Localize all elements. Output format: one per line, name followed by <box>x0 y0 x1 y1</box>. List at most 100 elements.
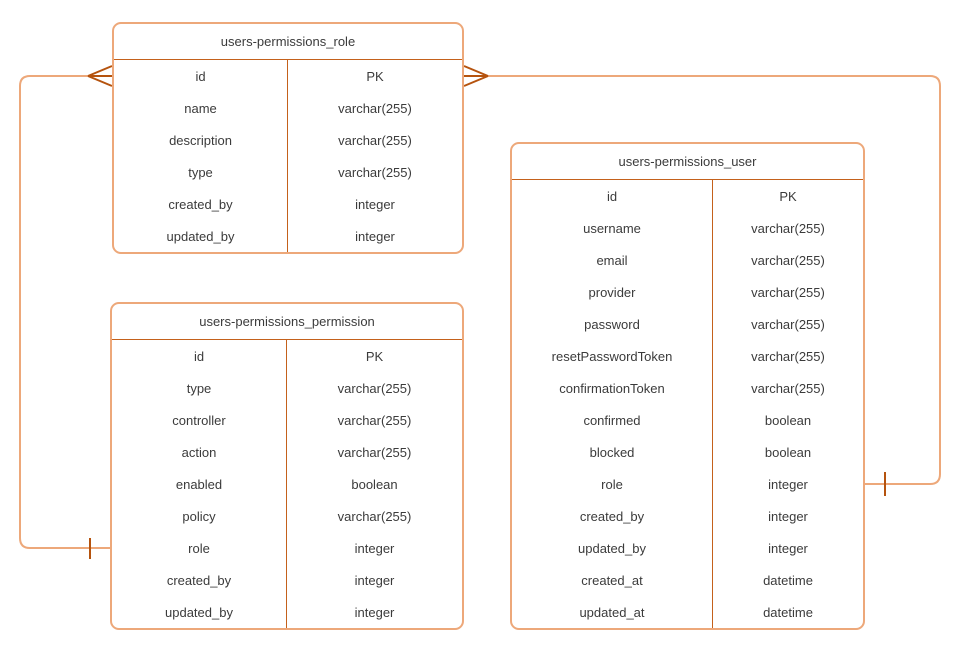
entity-title: users-permissions_permission <box>112 304 462 340</box>
entity-field-row: username varchar(255) <box>512 212 863 244</box>
entity-field-rows: id PK username varchar(255) email varchar(255… <box>512 180 863 628</box>
field-name-cell: name <box>114 92 288 124</box>
field-type-cell: boolean <box>764 444 812 460</box>
field-name-cell: confirmed <box>512 404 713 436</box>
field-name-cell: role <box>512 468 713 500</box>
entity-field-row: name varchar(255) <box>114 92 462 124</box>
entity-field-row: email varchar(255) <box>512 244 863 276</box>
relationship-role-permission-line[interactable] <box>19 75 110 549</box>
field-type-cell: varchar(255) <box>751 316 825 332</box>
entity-table-users-permissions-user[interactable]: users-permissions_user id PK username varch… <box>510 142 865 630</box>
field-name-cell: enabled <box>112 468 287 500</box>
field-type-cell: datetime <box>763 604 813 620</box>
field-name-cell: description <box>114 124 288 156</box>
field-name-cell: updated_by <box>114 220 288 252</box>
field-type-cell: integer <box>354 604 395 620</box>
crow-foot-many-icon <box>463 65 489 87</box>
entity-table-users-permissions-role[interactable]: users-permissions_role id PK name varchar(2… <box>112 22 464 254</box>
entity-field-row: id PK <box>512 180 863 212</box>
entity-field-row: created_by integer <box>114 188 462 220</box>
field-name-cell: role <box>112 532 287 564</box>
entity-field-row: role integer <box>512 468 863 500</box>
field-name-cell: updated_by <box>112 596 287 628</box>
field-type-cell: varchar(255) <box>751 380 825 396</box>
entity-title: users-permissions_role <box>114 24 462 60</box>
field-name-cell: email <box>512 244 713 276</box>
entity-field-row: description varchar(255) <box>114 124 462 156</box>
field-type-cell: integer <box>768 476 808 492</box>
entity-field-row: confirmed boolean <box>512 404 863 436</box>
field-name-cell: created_by <box>512 500 713 532</box>
field-type-cell: integer <box>768 508 808 524</box>
crow-foot-many-icon <box>87 65 113 87</box>
field-name-cell: id <box>112 340 287 372</box>
entity-field-row: id PK <box>114 60 462 92</box>
field-name-cell: confirmationToken <box>512 372 713 404</box>
field-type-cell: varchar(255) <box>751 348 825 364</box>
field-name-cell: id <box>114 60 288 92</box>
entity-field-row: created_at datetime <box>512 564 863 596</box>
entity-field-row: updated_by integer <box>114 220 462 252</box>
field-type-cell: integer <box>354 540 395 556</box>
field-type-cell: PK <box>779 188 797 204</box>
field-name-cell: updated_by <box>512 532 713 564</box>
entity-field-row: created_by integer <box>112 564 462 596</box>
field-type-cell: varchar(255) <box>337 444 412 460</box>
field-type-cell: varchar(255) <box>751 252 825 268</box>
field-name-cell: resetPasswordToken <box>512 340 713 372</box>
entity-field-row: controller varchar(255) <box>112 404 462 436</box>
field-type-cell: varchar(255) <box>338 164 412 180</box>
field-type-cell: datetime <box>763 572 813 588</box>
field-type-cell: varchar(255) <box>751 220 825 236</box>
field-type-cell: boolean <box>351 476 398 492</box>
field-name-cell: action <box>112 436 287 468</box>
field-name-cell: controller <box>112 404 287 436</box>
field-name-cell: created_at <box>512 564 713 596</box>
field-type-cell: PK <box>365 348 384 364</box>
field-type-cell: integer <box>355 196 395 212</box>
field-type-cell: integer <box>768 540 808 556</box>
entity-title: users-permissions_user <box>512 144 863 180</box>
field-name-cell: created_by <box>112 564 287 596</box>
entity-field-row: enabled boolean <box>112 468 462 500</box>
entity-field-rows: id PK name varchar(255) description varchar(2… <box>114 60 462 252</box>
entity-field-row: blocked boolean <box>512 436 863 468</box>
field-name-cell: policy <box>112 500 287 532</box>
field-type-cell: varchar(255) <box>338 100 412 116</box>
field-name-cell: type <box>112 372 287 404</box>
entity-field-row: updated_at datetime <box>512 596 863 628</box>
field-type-cell: PK <box>366 68 384 84</box>
entity-field-row: role integer <box>112 532 462 564</box>
entity-field-rows: id PK type varchar(255) controller varchar(25… <box>112 340 462 628</box>
field-type-cell: varchar(255) <box>338 132 412 148</box>
field-name-cell: created_by <box>114 188 288 220</box>
field-name-cell: id <box>512 180 713 212</box>
entity-field-row: created_by integer <box>512 500 863 532</box>
entity-field-row: updated_by integer <box>512 532 863 564</box>
entity-field-row: confirmationToken varchar(255) <box>512 372 863 404</box>
relationship-role-user[interactable] <box>463 65 941 496</box>
field-type-cell: boolean <box>764 412 812 428</box>
field-name-cell: blocked <box>512 436 713 468</box>
field-type-cell: varchar(255) <box>337 412 412 428</box>
entity-table-users-permissions-permission[interactable]: users-permissions_permission id PK type var… <box>110 302 464 630</box>
field-type-cell: varchar(255) <box>337 380 412 396</box>
field-type-cell: integer <box>355 228 395 244</box>
field-name-cell: updated_at <box>512 596 713 628</box>
field-name-cell: provider <box>512 276 713 308</box>
entity-field-row: policy varchar(255) <box>112 500 462 532</box>
entity-field-row: updated_by integer <box>112 596 462 628</box>
entity-field-row: id PK <box>112 340 462 372</box>
relationship-role-user-line[interactable] <box>488 75 941 485</box>
field-name-cell: username <box>512 212 713 244</box>
field-type-cell: varchar(255) <box>337 508 412 524</box>
entity-field-row: action varchar(255) <box>112 436 462 468</box>
relationship-role-permission[interactable] <box>19 65 113 559</box>
entity-field-row: type varchar(255) <box>112 372 462 404</box>
field-type-cell: integer <box>354 572 395 588</box>
